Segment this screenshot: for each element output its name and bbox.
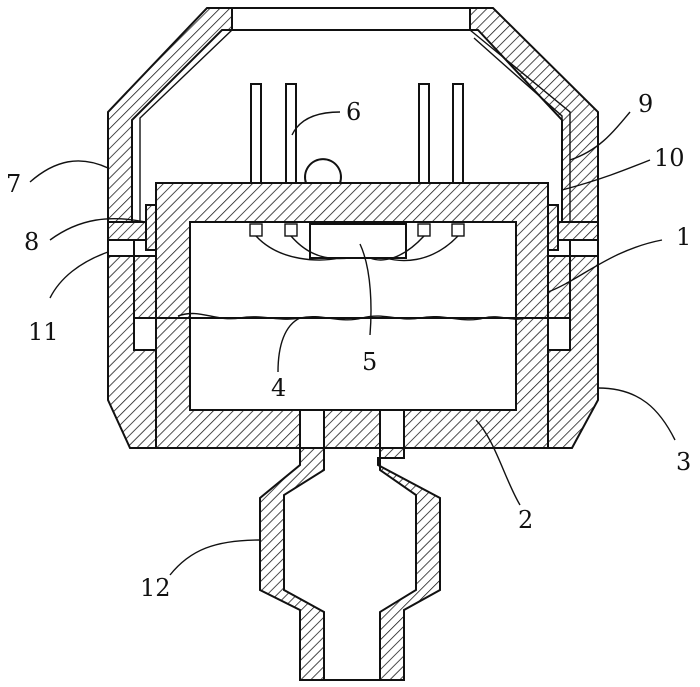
callout-2: 2 [518, 506, 533, 534]
callout-4: 4 [271, 374, 286, 402]
callout-3: 3 [676, 448, 691, 476]
seal-ring-right [569, 239, 599, 257]
callout-1: 1 [676, 223, 691, 251]
callout-9: 9 [638, 90, 653, 118]
washer-right [557, 221, 599, 241]
callout-7: 7 [6, 170, 21, 198]
bond-wires [255, 235, 459, 262]
leader-5 [359, 243, 372, 336]
callout-11: 11 [28, 318, 59, 346]
pin-4 [452, 83, 464, 184]
washer-left [107, 221, 147, 241]
inner-shield-line-inner [473, 37, 563, 230]
pad-left-2 [284, 223, 298, 237]
diaphragm [177, 312, 527, 321]
inner-liner-left [139, 29, 233, 232]
callout-10: 10 [654, 144, 685, 172]
pin-2 [285, 83, 297, 184]
leader-1 [547, 239, 663, 293]
leader-8 [49, 217, 147, 241]
seal-ring-left [107, 239, 135, 257]
pad-left-1 [249, 223, 263, 237]
leader-9 [569, 111, 631, 161]
callout-12: 12 [140, 574, 171, 602]
callout-8: 8 [24, 228, 39, 256]
sensor-chip [309, 223, 407, 259]
pad-right-2 [451, 223, 465, 237]
pin-1 [250, 83, 262, 184]
leader-3 [597, 387, 676, 441]
pin-3 [418, 83, 430, 184]
inner-shield-line-outer [469, 29, 571, 230]
callout-6: 6 [346, 98, 361, 126]
leader-4 [277, 317, 301, 373]
leader-10 [561, 159, 651, 191]
step-left [133, 255, 157, 319]
leader-11 [49, 251, 109, 299]
leader-12 [169, 539, 261, 576]
leader-6 [291, 111, 341, 136]
callout-5: 5 [362, 348, 377, 376]
gasket-right [547, 204, 559, 251]
leader-7 [29, 160, 109, 183]
leader-2 [475, 419, 521, 506]
gasket-left [145, 204, 157, 251]
pressure-port [259, 409, 441, 681]
cover-window [231, 7, 471, 31]
pad-right-1 [417, 223, 431, 237]
vent-bubble [304, 158, 342, 184]
